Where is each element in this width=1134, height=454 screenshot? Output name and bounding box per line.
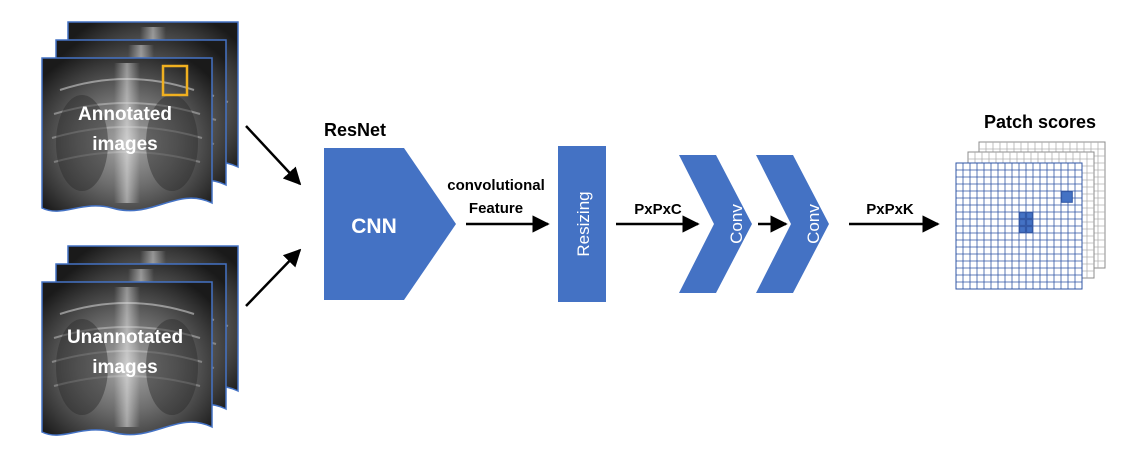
arrow-unannotated-to-cnn <box>245 248 302 307</box>
resnet-title: ResNet <box>324 120 386 140</box>
annotation-box <box>161 64 189 97</box>
cnn-block <box>324 148 456 300</box>
highlighted-patch <box>1019 212 1026 219</box>
feature-label-line2: Feature <box>469 200 523 217</box>
conv-label-2: Conv <box>804 204 823 244</box>
pxpxc-label: PxPxC <box>634 201 682 218</box>
conv-label-1: Conv <box>727 204 746 244</box>
patch-scores-title: Patch scores <box>984 112 1096 132</box>
feature-label-line1: convolutional <box>447 177 545 194</box>
highlighted-patch <box>1026 212 1033 219</box>
highlighted-patch <box>1026 226 1033 233</box>
highlighted-patch <box>1019 219 1026 226</box>
patch-grid-front <box>955 162 1083 290</box>
unannotated-label-line2: images <box>92 357 157 378</box>
annotated-label-line1: Annotated <box>78 104 172 125</box>
conv-block-2 <box>756 155 829 293</box>
cnn-label: CNN <box>351 215 397 238</box>
resizing-block <box>558 146 606 302</box>
unannotated-images-stack: Unannotated images <box>41 245 239 437</box>
annotated-label-line2: images <box>92 134 157 155</box>
conv-block-1 <box>679 155 752 293</box>
resizing-label: Resizing <box>574 191 593 256</box>
annotated-images-stack: Annotated images <box>41 21 239 213</box>
pxpxk-label: PxPxK <box>866 201 914 218</box>
arrow-annotated-to-cnn <box>245 125 302 186</box>
unannotated-label-line1: Unannotated <box>67 327 183 348</box>
highlighted-patch <box>1026 219 1033 226</box>
patch-score-sheets <box>955 141 1106 290</box>
highlighted-patch <box>1061 191 1073 203</box>
highlighted-patch <box>1019 226 1026 233</box>
